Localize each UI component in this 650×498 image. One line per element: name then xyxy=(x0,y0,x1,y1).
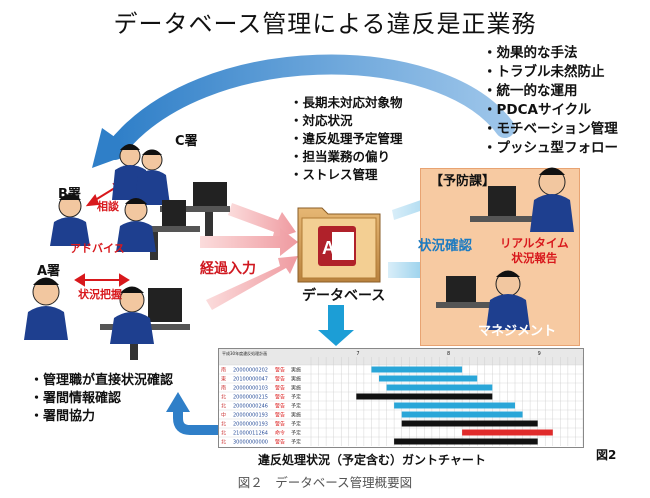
gantt-row-office: 南 xyxy=(221,385,226,392)
return-arrow xyxy=(166,392,218,435)
page-title: データベース管理による違反是正業務 xyxy=(113,10,537,38)
gantt-row-status: 警告 xyxy=(275,367,285,374)
gantt-bar xyxy=(401,411,523,418)
realtime-line2: 状況報告 xyxy=(511,251,558,265)
effects-item: ・効果的な手法 xyxy=(483,45,578,61)
issues-list: ・長期未対応対象物・対応状況・違反処理予定管理・担当業務の偏り・ストレス管理 xyxy=(290,94,403,184)
gantt-row-number: 20000000246 xyxy=(233,404,268,410)
consult-label: 相談 xyxy=(97,200,119,213)
gantt-row-number: 20000000215 xyxy=(233,395,268,401)
gantt-row-state: 実施 xyxy=(291,376,301,383)
effects-item: ・統一的な運用 xyxy=(483,83,578,99)
gantt-bar xyxy=(394,438,538,445)
status-grasp-double-arrow xyxy=(74,273,130,287)
gantt-bar xyxy=(371,366,463,373)
gantt-row-office: 東 xyxy=(221,376,226,383)
gantt-bar xyxy=(379,375,478,382)
svg-text:A: A xyxy=(322,238,335,258)
gantt-row-state: 実施 xyxy=(291,412,301,419)
pink-arrow-c xyxy=(228,203,296,240)
gantt-row-office: 南 xyxy=(221,367,226,374)
gantt-row-office: 北 xyxy=(221,430,226,437)
gantt-row-office: 北 xyxy=(221,394,226,401)
conclusions-item: ・署間情報確認 xyxy=(30,391,122,406)
issues-item: ・長期未対応対象物 xyxy=(290,95,403,110)
gantt-row-state: 予定 xyxy=(291,403,301,410)
effects-list: ・効果的な手法・トラブル未然防止・統一的な運用・PDCAサイクル・モチベーション… xyxy=(483,44,618,158)
gantt-month-label: 7 xyxy=(356,351,359,357)
gantt-caption: 違反処理状況（予定含む）ガントチャート xyxy=(258,453,486,467)
effects-item: ・トラブル未然防止 xyxy=(483,64,605,80)
gantt-row-number: 20000000193 xyxy=(233,413,268,419)
gantt-row-status: 警告 xyxy=(275,394,285,401)
figure-label: 図2 xyxy=(596,448,617,462)
db-to-gantt-arrow xyxy=(318,305,354,346)
status-check-label: 状況確認 xyxy=(418,238,472,254)
worker-b-icon xyxy=(50,194,200,260)
worker-a-icon xyxy=(24,277,190,360)
effects-item: ・モチベーション管理 xyxy=(483,121,618,137)
gantt-row-status: 警告 xyxy=(275,376,285,383)
realtime-line1: リアルタイム xyxy=(500,236,569,250)
gantt-bar xyxy=(356,393,493,400)
gantt-row-status: 警告 xyxy=(275,412,285,419)
gantt-row-number: 20100000047 xyxy=(233,377,268,383)
elapsed-input-label: 経過入力 xyxy=(200,261,256,277)
gantt-row-number: 21000011264 xyxy=(233,431,268,437)
gantt-bar xyxy=(394,402,515,409)
gantt-row-status: 警告 xyxy=(275,421,285,428)
gantt-row-number: 30000000000 xyxy=(233,440,268,446)
conclusions-item: ・管理職が直接状況確認 xyxy=(30,373,174,388)
issues-item: ・対応状況 xyxy=(290,113,353,128)
pink-arrow-b xyxy=(200,228,298,256)
worker-c-icon xyxy=(112,144,230,236)
gantt-bar xyxy=(386,384,493,391)
database-folder-icon: A xyxy=(297,207,381,283)
gantt-row-number: 20000000202 xyxy=(233,368,268,374)
prevention-section-label: 【予防課】 xyxy=(430,174,496,189)
gantt-row-office: 北 xyxy=(221,439,226,446)
gantt-header-title: 平成30年度違反処理計画 xyxy=(222,350,267,356)
gantt-row-status: 警告 xyxy=(275,439,285,446)
gantt-row-state: 予定 xyxy=(291,421,301,428)
figure-caption: 図２ データベース管理概要図 xyxy=(237,475,413,490)
office-b-label: B署 xyxy=(58,187,81,202)
pink-arrow-a xyxy=(206,256,298,310)
gantt-row-office: 北 xyxy=(221,421,226,428)
status-grasp-label: 状況把握 xyxy=(78,288,122,301)
gantt-row-status: 命令 xyxy=(275,430,285,437)
issues-item: ・担当業務の偏り xyxy=(290,149,391,164)
gantt-row-state: 予定 xyxy=(291,394,301,401)
gantt-row-office: 中 xyxy=(221,412,226,419)
gantt-row-number: 20000000193 xyxy=(233,422,268,428)
database-label: データベース xyxy=(302,288,386,304)
effects-item: ・プッシュ型フォロー xyxy=(483,140,618,156)
gantt-row-office: 北 xyxy=(221,403,226,410)
gantt-row-status: 警告 xyxy=(275,403,285,410)
gantt-row-number: 20000000103 xyxy=(233,386,268,392)
gantt-bar xyxy=(401,420,538,427)
gantt-header-bg xyxy=(219,349,583,365)
advice-label: アドバイス xyxy=(70,242,125,255)
gantt-row-state: 実施 xyxy=(291,385,301,392)
conclusions-list: ・管理職が直接状況確認・署間情報確認・署間協力 xyxy=(30,372,173,426)
gantt-month-label: 8 xyxy=(447,351,450,357)
effects-item: ・PDCAサイクル xyxy=(483,102,592,118)
realtime-report-label: リアルタイム 状況報告 xyxy=(500,236,569,266)
office-a-label: A署 xyxy=(37,264,61,279)
gantt-row-state: 実施 xyxy=(291,367,301,374)
issues-item: ・違反処理予定管理 xyxy=(290,131,403,146)
gantt-row-state: 予定 xyxy=(291,430,301,437)
gantt-row-state: 予定 xyxy=(291,439,301,446)
gantt-month-label: 9 xyxy=(538,351,541,357)
management-label: マネジメント xyxy=(478,324,557,339)
office-c-label: C署 xyxy=(175,134,198,149)
issues-item: ・ストレス管理 xyxy=(290,167,378,182)
feedback-arc-arrow xyxy=(92,54,515,168)
gantt-bar xyxy=(462,429,553,436)
gantt-row-status: 警告 xyxy=(275,385,285,392)
conclusions-item: ・署間協力 xyxy=(30,409,96,424)
